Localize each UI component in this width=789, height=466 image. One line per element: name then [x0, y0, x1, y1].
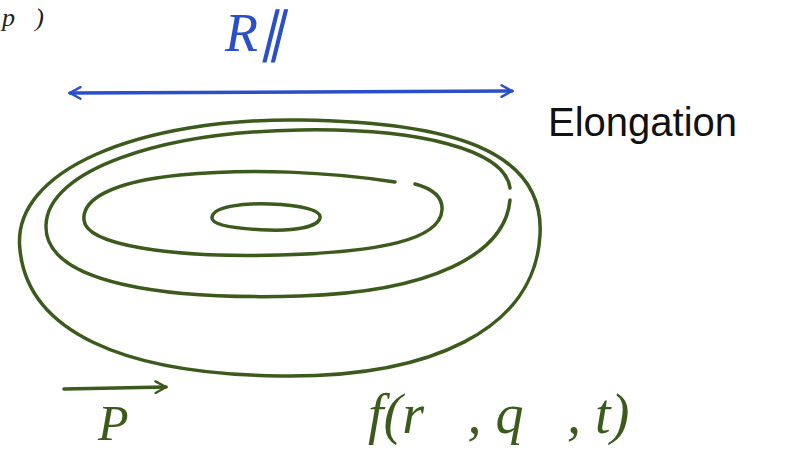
middle-contour — [46, 130, 510, 297]
momentum-arrow — [64, 387, 166, 389]
dimension-label: R∥ — [225, 4, 285, 63]
cut-formula: p⃗) — [2, 4, 44, 33]
momentum-label: P⃗ — [98, 396, 167, 451]
distribution-label: f(r⃗, q⃗, t) — [368, 384, 629, 446]
dimension-arrow — [70, 91, 512, 93]
contours — [19, 120, 540, 376]
inner-contour — [84, 171, 442, 255]
core-contour — [212, 204, 320, 230]
annotation: Elongation — [548, 100, 737, 144]
outer-contour — [19, 120, 540, 376]
